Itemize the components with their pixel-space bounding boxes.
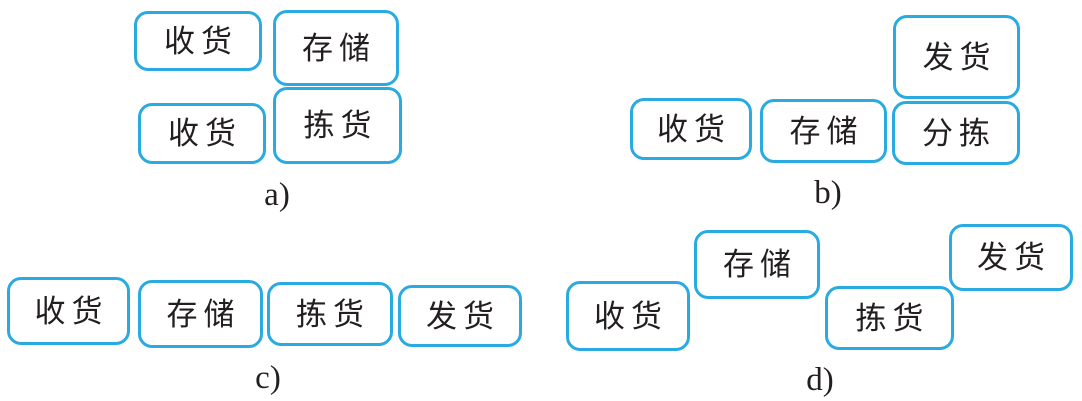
process-box-picking: 拣货: [273, 87, 402, 164]
process-box-sorting: 分拣: [892, 101, 1020, 165]
process-box-shipping: 发货: [398, 285, 522, 347]
process-box-receiving: 收货: [138, 103, 266, 164]
panel-label-c: c): [255, 360, 281, 396]
process-box-receiving: 收货: [630, 98, 752, 160]
process-box-receiving: 收货: [566, 281, 690, 351]
panel-label-d: d): [806, 362, 834, 398]
process-box-receiving: 收货: [134, 11, 262, 71]
process-box-storage: 存储: [138, 280, 263, 348]
process-box-picking: 拣货: [267, 282, 393, 346]
process-box-shipping: 发货: [949, 224, 1073, 291]
process-box-receiving: 收货: [7, 277, 130, 345]
panel-label-a: a): [264, 177, 290, 213]
panel-label-b: b): [814, 175, 842, 211]
process-box-picking: 拣货: [825, 286, 954, 350]
process-box-storage: 存储: [694, 230, 820, 299]
process-box-shipping: 发货: [893, 15, 1020, 99]
process-box-storage: 存储: [760, 99, 887, 163]
process-box-storage: 存储: [273, 10, 399, 86]
